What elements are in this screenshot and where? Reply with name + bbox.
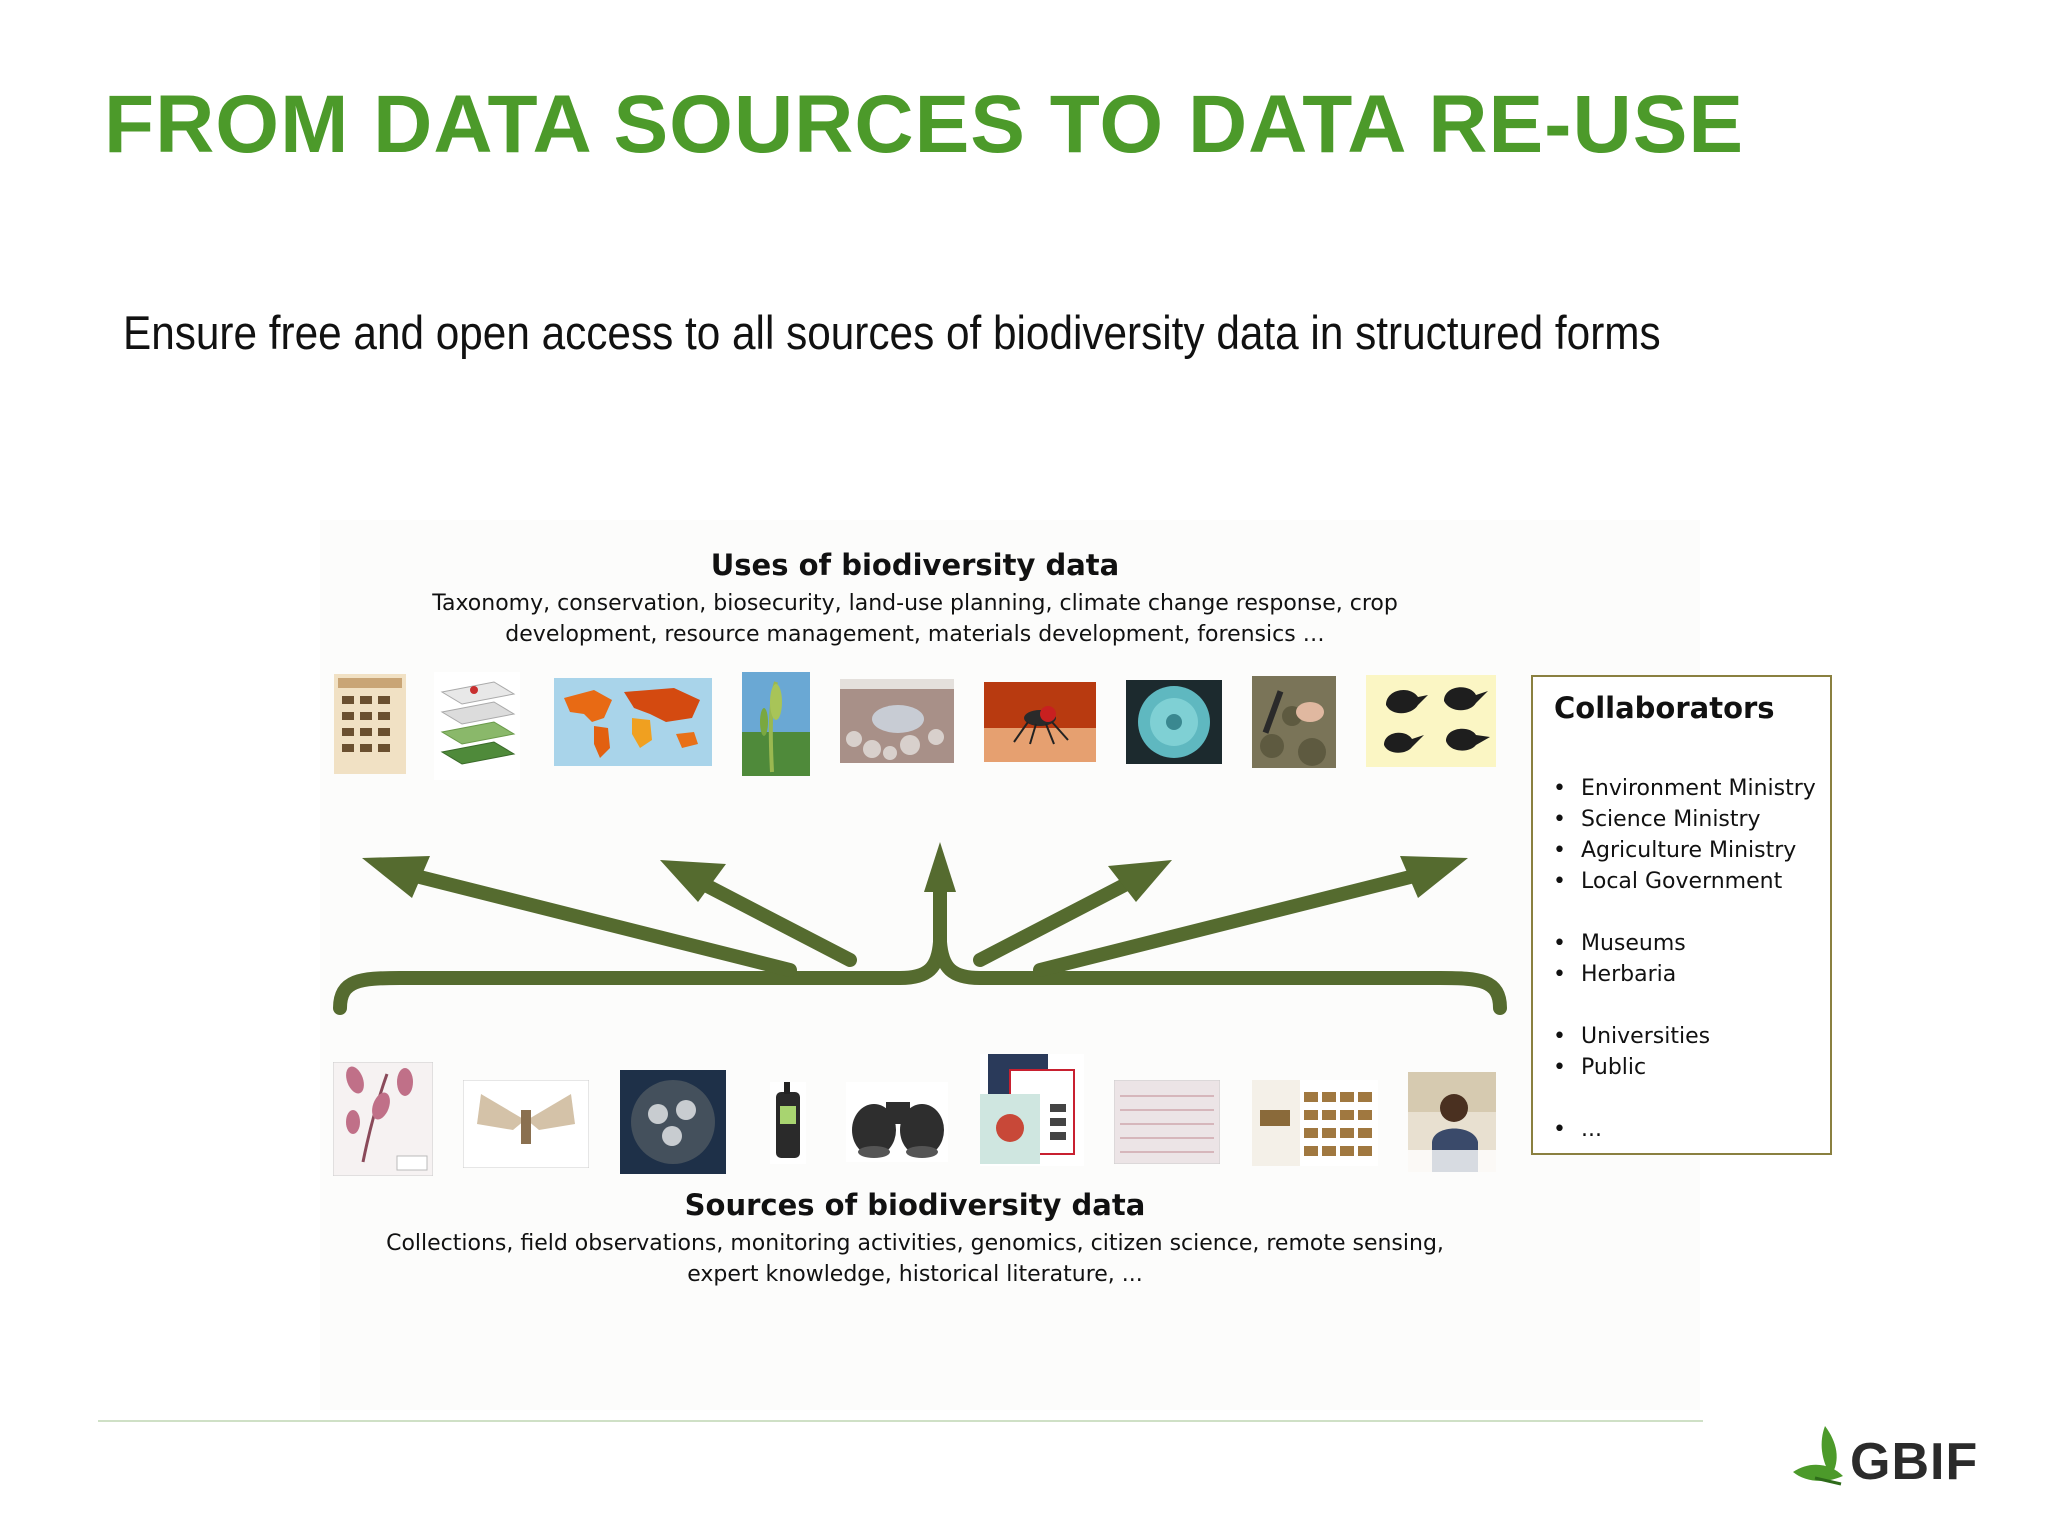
finch-beaks-image (1366, 675, 1496, 767)
sources-description: Collections, field observations, monitor… (386, 1231, 1444, 1287)
researcher-image (1408, 1072, 1496, 1172)
binoculars-image (846, 1082, 948, 1162)
wheat-image (742, 672, 810, 776)
uses-description: Taxonomy, conservation, biosecurity, lan… (432, 591, 1398, 647)
list-item: Universities (1551, 1021, 1816, 1052)
list-item: Herbaria (1551, 959, 1816, 990)
species-poster-image (334, 674, 406, 774)
list-item: Museums (1551, 928, 1816, 959)
gbif-leaf-icon (1793, 1426, 1843, 1486)
gps-device-image (770, 1082, 806, 1164)
mosquito-image (984, 682, 1096, 762)
list-item: Environment Ministry (1551, 773, 1816, 804)
herbarium-specimen-image (333, 1062, 433, 1176)
map-layers-image (434, 672, 520, 780)
sources-heading: Sources of biodiversity data (684, 1188, 1146, 1222)
list-item: Science Ministry (1551, 804, 1816, 835)
uses-heading: Uses of biodiversity data (710, 548, 1120, 582)
diatom-image (1126, 680, 1222, 764)
moth-specimen-image (463, 1080, 589, 1168)
slide-title: FROM DATA SOURCES TO DATA RE-USE (104, 79, 1745, 170)
list-item: Public (1551, 1052, 1816, 1083)
collaborators-box: Collaborators Environment Ministry Scien… (1531, 675, 1832, 1155)
list-item: Agriculture Ministry (1551, 835, 1816, 866)
fish-catch-image (840, 679, 954, 763)
gbif-logo-text: GBIF (1850, 1433, 1979, 1491)
world-map-image (554, 678, 712, 766)
petri-dish-image (620, 1070, 726, 1174)
list-item: ... (1551, 1114, 1816, 1145)
footer-divider (98, 1420, 1703, 1422)
collaborators-title: Collaborators (1554, 691, 1775, 725)
slide-subtitle: Ensure free and open access to all sourc… (123, 306, 1661, 359)
data-flow-arrows (333, 842, 1507, 1015)
collaborators-list: Environment Ministry Science Ministry Ag… (1551, 773, 1816, 1145)
soil-sampling-image (1252, 676, 1336, 768)
literature-books-image (980, 1054, 1084, 1166)
dna-sequence-image (1114, 1080, 1220, 1164)
diagram-panel (320, 520, 1700, 1410)
list-item: Local Government (1551, 866, 1816, 897)
field-guide-image (1252, 1080, 1378, 1166)
